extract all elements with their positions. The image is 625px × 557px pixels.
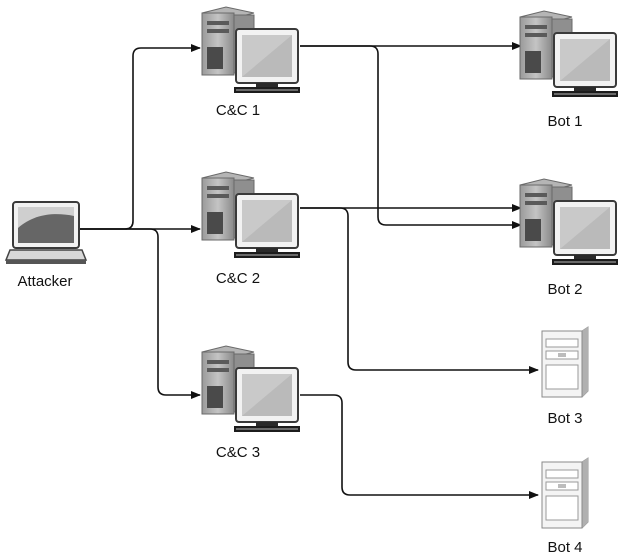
server-tower-icon [541, 326, 589, 398]
arrow-cc1-to-bot2 [300, 45, 522, 229]
node-bot1: Bot 1 [519, 10, 619, 130]
attacker-label: Attacker [17, 273, 72, 290]
node-bot3: Bot 3 [541, 326, 589, 427]
server-tower-icon [541, 457, 589, 529]
connection-arrows [78, 42, 539, 499]
workstation-icon [201, 171, 301, 259]
node-cc3: C&C 3 [201, 345, 301, 461]
bot1-label: Bot 1 [547, 113, 582, 130]
node-bot2: Bot 2 [519, 178, 619, 298]
bot3-label: Bot 3 [547, 410, 582, 427]
bot2-label: Bot 2 [547, 281, 582, 298]
bot4-label: Bot 4 [547, 539, 582, 556]
cc3-label: C&C 3 [216, 444, 260, 461]
cc2-label: C&C 2 [216, 270, 260, 287]
laptop-icon [5, 201, 87, 265]
node-cc2: C&C 2 [201, 171, 301, 287]
workstation-icon [201, 345, 301, 433]
node-bot4: Bot 4 [541, 457, 589, 556]
arrow-attacker-to-cc1 [78, 44, 201, 230]
cc1-label: C&C 1 [216, 102, 260, 119]
node-cc1: C&C 1 [201, 6, 301, 119]
node-attacker: Attacker [5, 201, 87, 290]
arrow-cc2-to-bot3 [300, 207, 539, 374]
arrow-attacker-to-cc3 [78, 228, 201, 399]
workstation-icon [519, 10, 619, 98]
arrow-cc3-to-bot4 [300, 394, 539, 499]
workstation-icon [519, 178, 619, 266]
workstation-icon [201, 6, 301, 94]
